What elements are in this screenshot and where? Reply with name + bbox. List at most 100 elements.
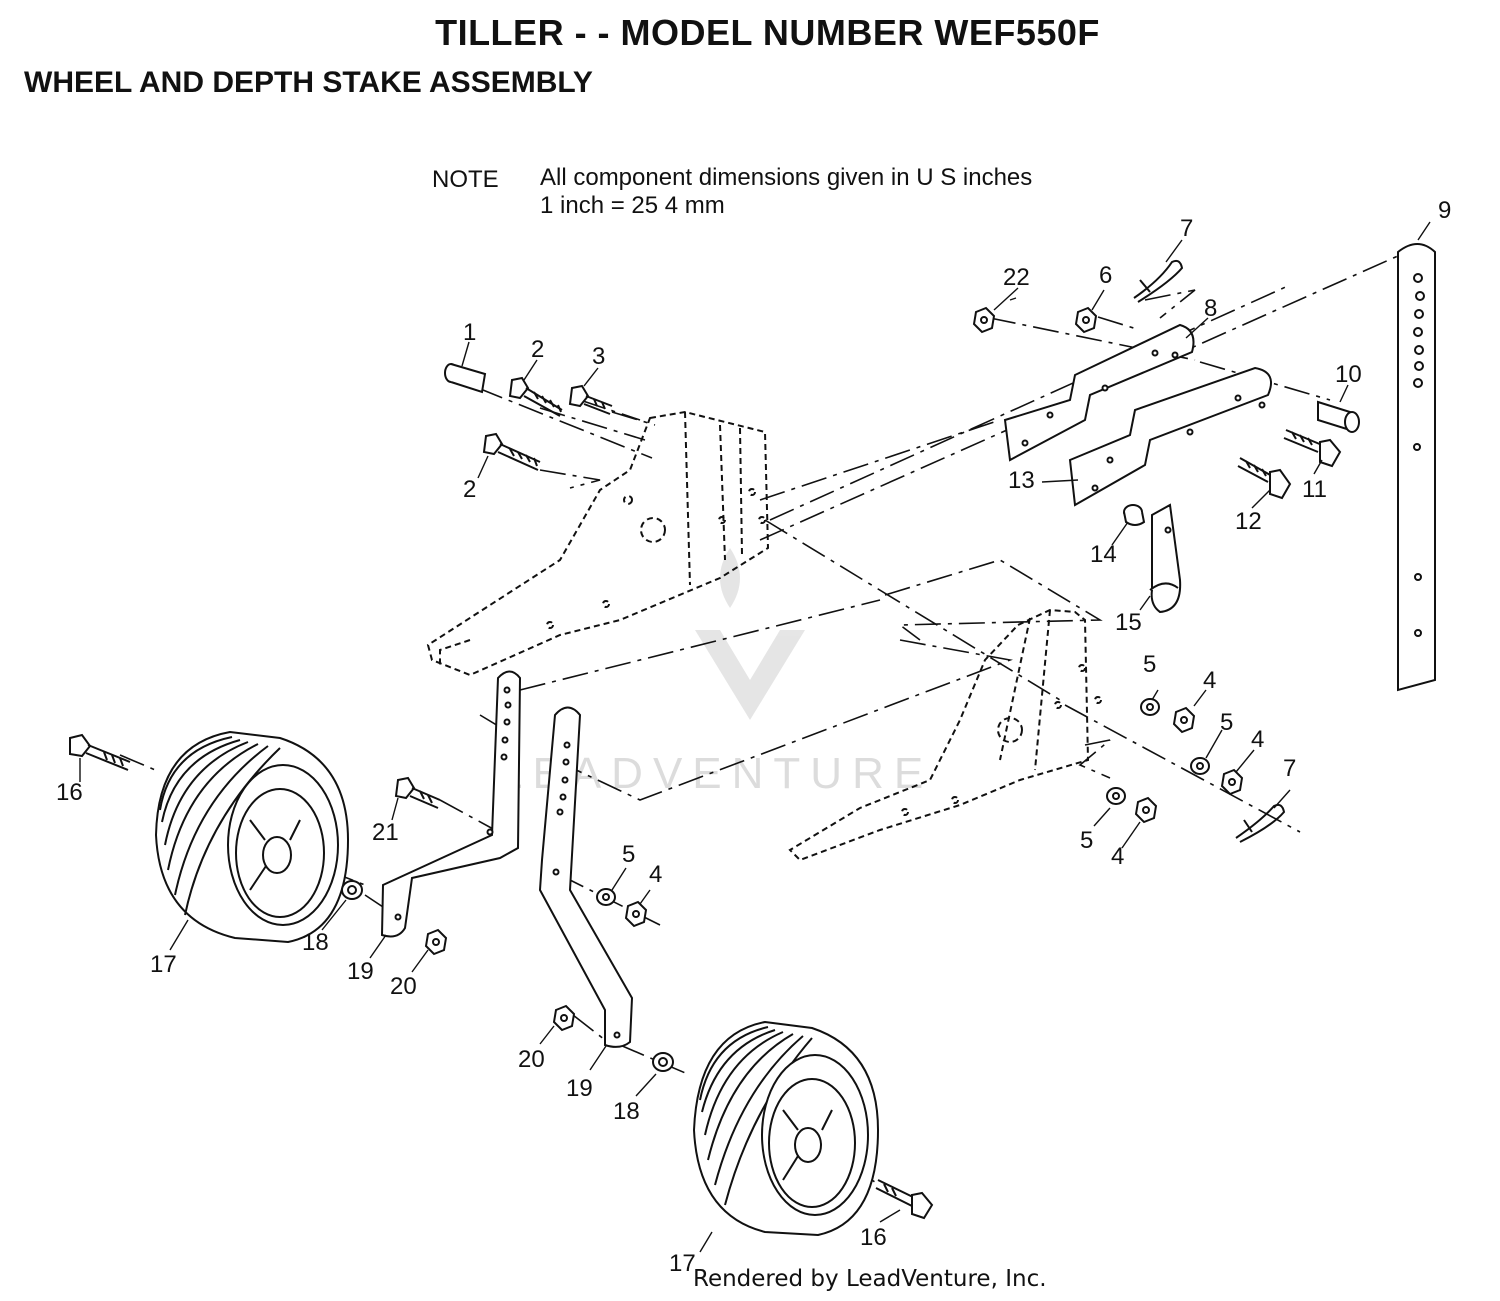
footer-credit: Rendered by LeadVenture, Inc. [693,1266,1047,1292]
callout-5: 5 [1143,651,1156,678]
assembly-line [539,407,646,441]
callout-4: 4 [1251,726,1264,753]
nut-4-upper [1172,706,1196,734]
nut-4-bracket [624,900,648,928]
assembly-line [611,411,656,426]
note-line-2: 1 inch = 25 4 mm [540,192,725,219]
assembly-line [519,599,881,691]
callout-10: 10 [1335,361,1362,388]
washer-5-mid [1190,757,1210,775]
wheel-right [692,1020,880,1237]
assembly-line [1097,289,1196,331]
callout-5: 5 [622,841,635,868]
callout-1: 1 [463,319,476,346]
callout-12: 12 [1235,508,1262,535]
callout-17: 17 [150,951,177,978]
assembly-title: WHEEL AND DEPTH STAKE ASSEMBLY [24,66,593,99]
wheel-bracket-front [538,706,634,1048]
nut-4-lower [1134,796,1158,824]
hairpin-7-lower [1235,803,1286,843]
spacer-14 [1123,504,1146,526]
callout-16: 16 [56,779,83,806]
bolt-21 [394,776,441,809]
note-line-1: All component dimensions given in U S in… [540,164,1033,191]
hairpin-7-upper [1133,259,1184,303]
assembly-line [572,1014,691,1076]
callout-17: 17 [669,1250,696,1277]
washer-5-bracket [596,888,616,906]
nuts-and-washers [341,259,1286,1072]
page-title: TILLER - - MODEL NUMBER WEF550F [435,12,1100,53]
callout-2: 2 [531,336,544,363]
nut-20-right [552,1004,576,1032]
callout-2: 2 [463,476,476,503]
clevis-pin-10 [1317,400,1360,433]
assembly-line [119,754,161,773]
assembly-line [1078,739,1111,779]
assembly-line [1064,704,1301,833]
note-label: NOTE [432,166,499,193]
watermark-flame-icon [720,548,740,608]
callout-6: 6 [1099,262,1112,289]
note-text: All component dimensions given in U S in… [540,164,1032,220]
assembly-line [759,254,1401,541]
washer-18-right [652,1052,674,1072]
bolt-12 [1237,457,1292,500]
bolt-2-upper [508,376,563,417]
fasteners [69,363,1360,1220]
callout-18: 18 [302,929,329,956]
callout-11: 11 [1302,476,1327,503]
nut-6 [1074,306,1098,334]
callout-19: 19 [347,958,374,985]
callout-15: 15 [1115,609,1142,636]
nut-4-mid [1220,768,1244,796]
callout-9: 9 [1438,197,1451,224]
bolt-3 [568,384,613,415]
callout-18: 18 [613,1098,640,1125]
callout-8: 8 [1204,295,1217,322]
depth-stake-bracket-13 [1068,366,1272,507]
callout-4: 4 [649,861,662,888]
bolt-2-lower [482,432,541,471]
clevis-pin-1 [444,363,487,394]
washer-18-left [341,880,363,900]
callout-labels: 1 2 2 3 4 4 4 4 5 5 5 5 6 7 7 8 9 10 11 … [56,197,1451,1277]
washer-5-upper [1140,698,1160,716]
wheel-bracket-rear [380,670,522,938]
tiller-frame-right [788,608,1102,862]
callout-19: 19 [566,1075,593,1102]
callout-16: 16 [860,1224,887,1251]
callout-21: 21 [372,819,399,846]
callout-7: 7 [1283,755,1296,782]
hitch-bracket-15 [1149,503,1182,614]
assembly-line [884,559,1103,641]
wheel-left [154,730,350,944]
callout-5: 5 [1080,827,1093,854]
callout-14: 14 [1090,541,1117,568]
assembly-line [764,519,1061,701]
assembly-line [554,639,1013,801]
callout-22: 22 [1003,264,1030,291]
washer-5-lower [1106,787,1126,805]
nut-22 [972,306,996,334]
callout-4: 4 [1111,843,1124,870]
callout-7: 7 [1180,215,1193,242]
bolt-16-left [69,733,131,771]
leader-lines [79,221,1431,1253]
assembly-line [364,894,396,916]
depth-stake-9 [1397,243,1436,692]
watermark-v-icon [695,630,805,720]
callout-5: 5 [1220,709,1233,736]
callout-3: 3 [592,343,605,370]
callout-20: 20 [390,973,417,1000]
bolt-11 [1283,429,1342,468]
callout-13: 13 [1008,467,1035,494]
depth-stake-bracket-8 [1003,323,1195,462]
nut-20-left [424,928,448,956]
callout-20: 20 [518,1046,545,1073]
assembly-line [539,469,601,489]
bolt-16-right [875,1179,934,1220]
tiller-frame-left [426,410,770,677]
assembly-line [477,387,653,459]
